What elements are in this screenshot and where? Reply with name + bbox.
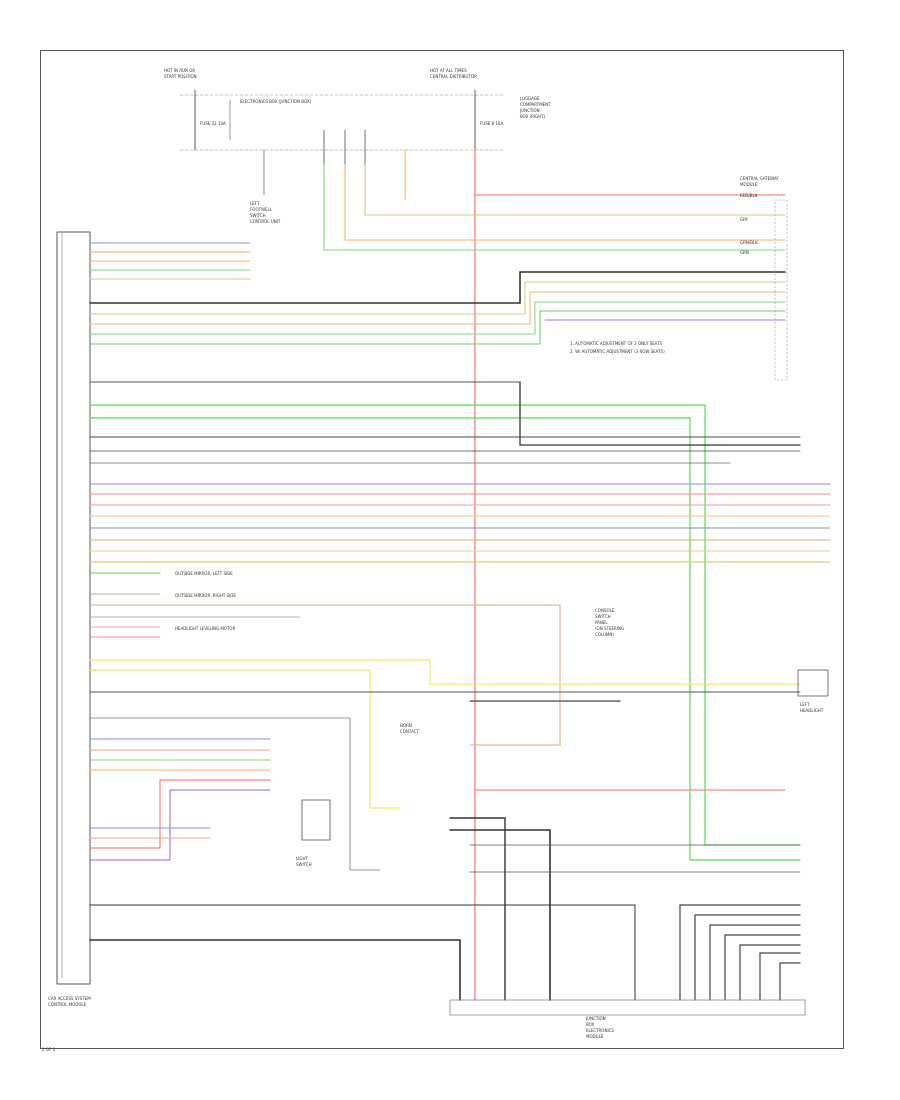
right-connector-box — [774, 199, 788, 381]
console-5: COLUMN) — [595, 632, 614, 637]
horn-2: CONTACT — [400, 729, 420, 734]
can-bus-module-box — [56, 231, 91, 985]
light-switch-2: SWITCH — [296, 862, 312, 867]
wire-red-power — [474, 149, 786, 1001]
wire-green-long2 — [89, 417, 801, 861]
wire-fan-6 — [759, 952, 801, 1001]
wire-purple-loop — [89, 789, 271, 861]
gateway-title-2: MODULE — [740, 182, 758, 187]
left-fuse-label-1: HOT IN RUN OR — [164, 68, 195, 73]
wire-red-loop — [89, 779, 271, 849]
right-caption-4: BOX (RIGHT) — [520, 114, 546, 119]
note-1: 1. AUTOMATIC ADJUSTMENT OF 2 ONLY SEATS — [570, 341, 663, 346]
wire-green-bus — [89, 301, 786, 335]
gateway-wire-2: GRY — [740, 217, 749, 222]
wire-fan-1 — [679, 904, 801, 1001]
wire-black-bundle — [519, 381, 801, 446]
junction-label: ELECTRONICS BOX (JUNCTION BOX) — [240, 99, 312, 104]
console-2: SWITCH — [595, 614, 611, 619]
bottom-caption-4: CONTROL UNIT — [250, 219, 281, 224]
horn-1: HORN — [400, 723, 412, 728]
note-2: 2. W/ AUTOMATIC ADJUSTMENT (3 ROW SEATS) — [570, 349, 665, 354]
bottom-caption-2: FOOTWELL — [250, 207, 273, 212]
wire-black-bus — [89, 271, 786, 304]
gateway-wire-4: GRN — [740, 250, 749, 255]
mirror-label-2: OUTSIDE MIRROR, RIGHT SIDE — [175, 593, 236, 598]
right-caption-1: LUGGAGE — [520, 96, 540, 101]
fuse-left-label: FUSE 22 10A — [200, 121, 226, 126]
wire-fan-7 — [779, 962, 801, 1001]
bottom-box-3: ELECTRONICS — [586, 1028, 614, 1033]
wire-fan-2 — [694, 914, 801, 1001]
left-bottom-1: CAR ACCESS SYSTEM — [48, 996, 91, 1001]
gateway-wire-1: RED/BLK — [740, 193, 758, 198]
right-fuse-label-2: CENTRAL DISTRIBUTOR — [430, 74, 477, 79]
labels: HOT IN RUN OR START POSITION HOT AT ALL … — [48, 68, 824, 1039]
console-3: PANEL — [595, 620, 608, 625]
left-headlight-box — [797, 669, 829, 697]
wire-black-v1 — [449, 817, 506, 1001]
console-4: (ON STEERING — [595, 626, 624, 631]
wire-yellow-2 — [89, 669, 401, 809]
mirror-label-3: HEADLIGHT LEVELING MOTOR — [175, 626, 236, 631]
wire-fan-4 — [724, 934, 801, 1001]
right-caption-2: COMPARTMENT — [520, 102, 551, 107]
gateway-title-1: CENTRAL GATEWAY — [740, 176, 779, 181]
wire-black-bottom — [89, 904, 636, 1001]
wire-mirror-tan — [89, 604, 561, 746]
bottom-box-1: JUNCTION — [585, 1016, 606, 1021]
junction-bottom-box — [449, 999, 806, 1016]
left-bottom-2: CONTROL MODULE — [48, 1002, 87, 1007]
wire-yellow-1 — [89, 659, 801, 685]
headlight-2: HEADLIGHT — [800, 708, 824, 713]
wire-green-long — [89, 404, 801, 846]
headlight-1: LEFT — [800, 702, 810, 707]
wire-black-bottom2 — [89, 939, 461, 1001]
wire-green-top — [323, 164, 786, 251]
page-code: 2 OF 3 — [42, 1047, 56, 1052]
diagram-frame — [40, 50, 844, 1049]
right-caption-3: JUNCTION — [519, 108, 540, 113]
bottom-box-2: BOX — [586, 1022, 595, 1027]
wire-orange-bus — [89, 291, 786, 325]
bottom-caption-3: SWITCH — [250, 213, 266, 218]
gateway-wire-3: GRN/BLK — [740, 240, 758, 245]
wire-fan-3 — [709, 924, 801, 1001]
left-fuse-label-2: START POSITION — [164, 74, 197, 79]
bottom-box-4: MODULE — [586, 1034, 604, 1039]
fuse-right-label: FUSE 8 10A — [480, 121, 503, 126]
wire-gray-box — [349, 717, 381, 871]
wire-orange — [344, 149, 786, 241]
bottom-caption-1: LEFT — [250, 201, 260, 206]
wire-black-v2 — [449, 829, 551, 1001]
console-1: CONSOLE — [595, 608, 615, 613]
wire-grn2-bus — [89, 310, 786, 345]
wire-tan — [364, 164, 786, 216]
wire-tan-bus — [89, 281, 786, 315]
light-switch-1: LIGHT — [296, 856, 309, 861]
light-switch-box — [301, 799, 331, 841]
right-fuse-label-1: HOT AT ALL TIMES — [430, 68, 467, 73]
mirror-label-1: OUTSIDE MIRROR, LEFT SIDE — [175, 571, 233, 576]
wire-fan-5 — [739, 944, 801, 1001]
